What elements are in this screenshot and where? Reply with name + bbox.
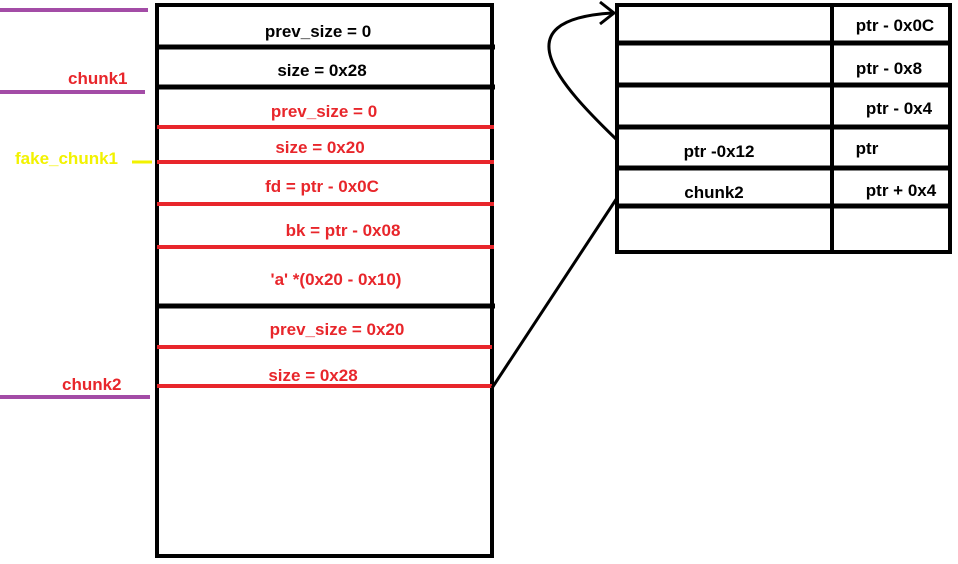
fake-bk: bk = ptr - 0x08 — [285, 221, 401, 240]
chunk1-label: chunk1 — [68, 69, 128, 88]
table-right-row2: ptr - 0x8 — [855, 59, 923, 78]
heap-box — [155, 3, 494, 558]
table-left-row4: ptr -0x12 — [683, 142, 755, 161]
curved-arrow — [547, 11, 619, 142]
fake-fd: fd = ptr - 0x0C — [265, 177, 379, 196]
arrow-head — [599, 0, 617, 26]
table-right-row1: ptr - 0x0C — [855, 16, 935, 35]
table-right-row5: ptr + 0x4 — [865, 181, 937, 200]
chunk2-label: chunk2 — [62, 375, 122, 394]
chunk1-size: size = 0x28 — [277, 61, 367, 80]
chunk2-size: size = 0x28 — [268, 366, 358, 385]
fake-chunk1-label: fake_chunk1 — [15, 149, 118, 168]
chunk1-prev-size: prev_size = 0 — [264, 22, 372, 41]
table-right-row4: ptr — [855, 139, 879, 158]
connector-chunk2-to-table — [490, 197, 619, 389]
fake-prev-size: prev_size = 0 — [270, 102, 378, 121]
fake-size: size = 0x20 — [275, 138, 365, 157]
table-left-row5: chunk2 — [684, 183, 744, 202]
chunk2-prev-size: prev_size = 0x20 — [269, 320, 405, 339]
padding: 'a' *(0x20 - 0x10) — [270, 270, 402, 289]
table-right-row3: ptr - 0x4 — [865, 99, 933, 118]
